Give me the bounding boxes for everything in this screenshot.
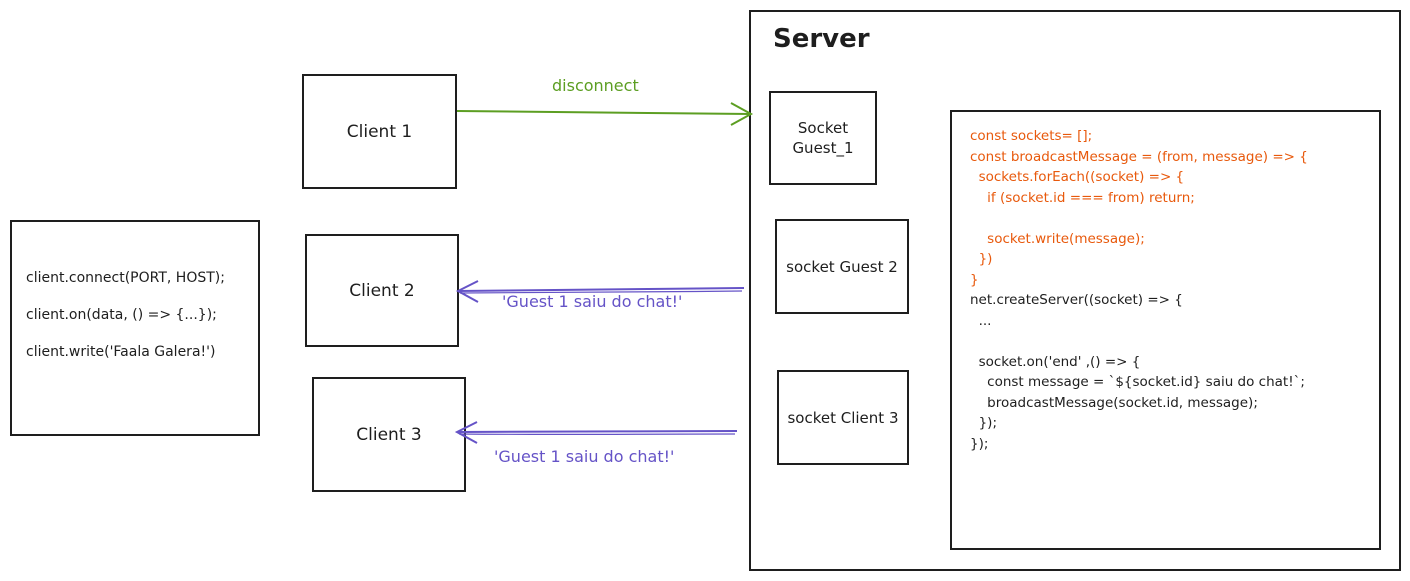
client-3-label: Client 3: [356, 424, 422, 445]
server-container: Server Socket Guest_1 socket Guest 2 soc…: [749, 10, 1401, 571]
server-code-line: });: [970, 435, 989, 452]
server-code-line: socket.on('end' ,() => {: [970, 353, 1141, 370]
client-2-label: Client 2: [349, 280, 415, 301]
server-code-line: if (socket.id === from) return;: [970, 189, 1195, 206]
server-code-line: broadcastMessage(socket.id, message);: [970, 394, 1258, 411]
server-code-line: sockets.forEach((socket) => {: [970, 169, 1185, 185]
server-code-line: });: [970, 415, 997, 431]
client-code: client.connect(PORT, HOST); client.on(da…: [26, 260, 225, 371]
server-code-line: const message = `${socket.id} saiu do ch…: [970, 374, 1305, 390]
server-code-box: const sockets= []; const broadcastMessage…: [950, 110, 1381, 550]
disconnect-label: disconnect: [552, 76, 639, 95]
server-code-line: net.createServer((socket) => {: [970, 292, 1183, 308]
server-title: Server: [773, 24, 870, 54]
socket-guest-2-node: socket Guest 2: [775, 219, 909, 314]
server-code-line: }: [970, 271, 979, 288]
broadcast-arrow-client-2: [455, 280, 745, 303]
client-code-line: client.connect(PORT, HOST);: [26, 270, 225, 286]
socket-client-3-label: socket Client 3: [787, 408, 899, 427]
client-3-node: Client 3: [312, 377, 466, 492]
server-code-line: socket.write(message);: [970, 230, 1145, 247]
socket-guest-1-label: Socket Guest_1: [792, 119, 854, 157]
client-2-node: Client 2: [305, 234, 459, 347]
broadcast-label-client-2: 'Guest 1 saiu do chat!': [502, 292, 683, 311]
socket-client-3-node: socket Client 3: [777, 370, 909, 465]
server-code: const sockets= []; const broadcastMessage…: [970, 126, 1308, 454]
socket-guest-1-node: Socket Guest_1: [769, 91, 877, 185]
client-code-box: client.connect(PORT, HOST); client.on(da…: [10, 220, 260, 436]
client-code-line: client.write('Faala Galera!'): [26, 344, 216, 360]
client-1-node: Client 1: [302, 74, 457, 189]
broadcast-label-client-3: 'Guest 1 saiu do chat!': [494, 447, 675, 466]
client-1-label: Client 1: [346, 121, 413, 142]
server-code-line: const sockets= [];: [970, 128, 1093, 144]
server-code-line: }): [970, 251, 993, 267]
disconnect-arrow: [456, 102, 754, 126]
client-code-line: client.on(data, () => {...});: [26, 307, 217, 323]
server-code-line: ...: [970, 312, 992, 329]
socket-guest-2-label: socket Guest 2: [786, 257, 898, 276]
server-code-line: const broadcastMessage = (from, message)…: [970, 148, 1308, 165]
broadcast-arrow-client-3: [454, 421, 738, 444]
